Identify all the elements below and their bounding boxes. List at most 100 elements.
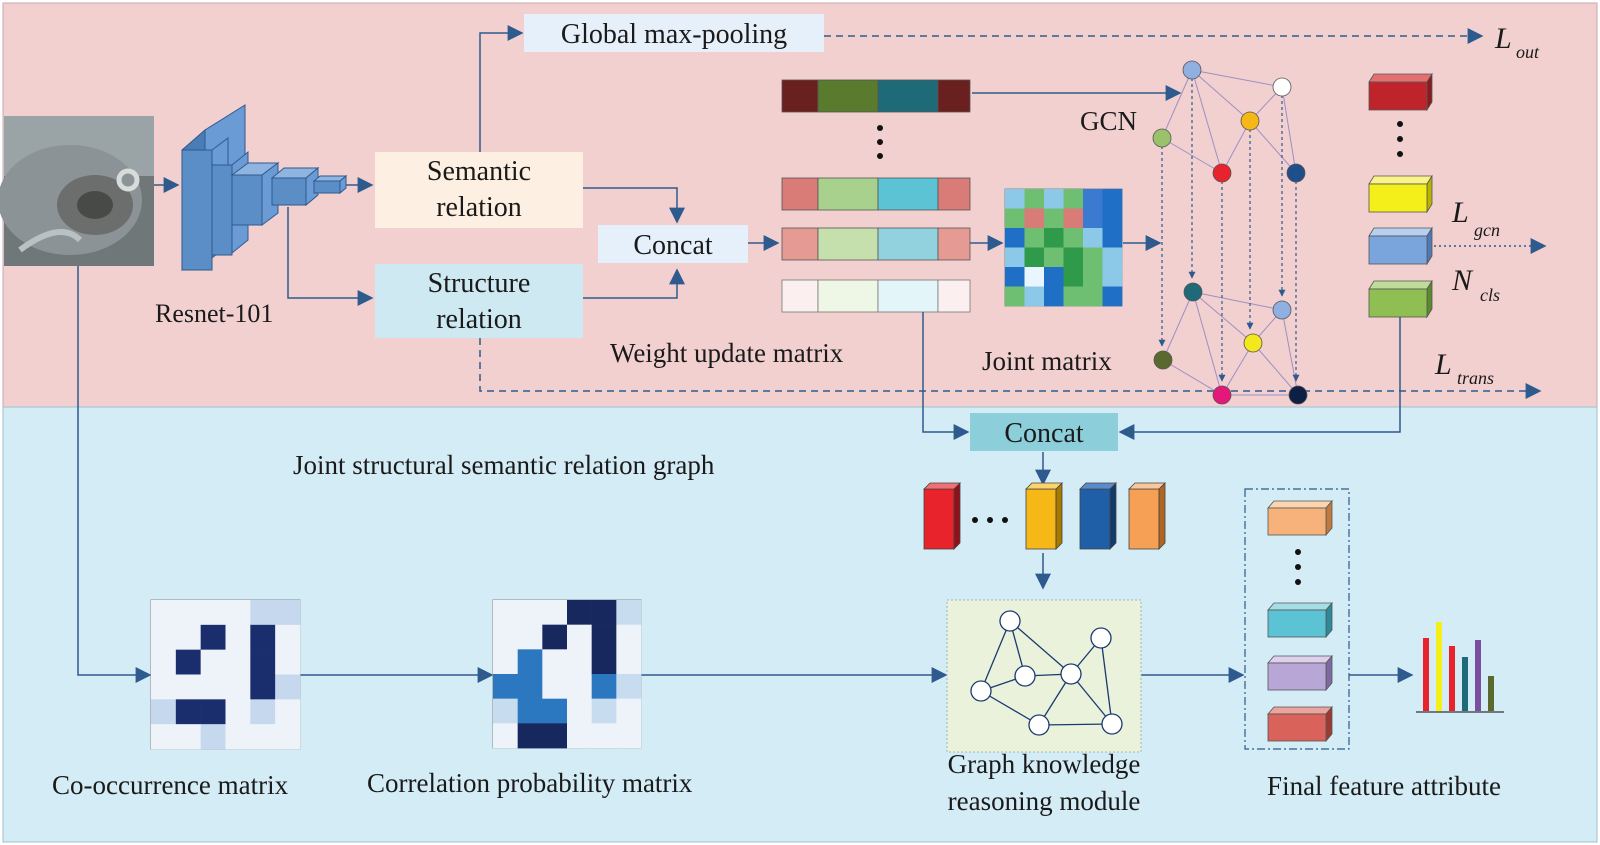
heatmap-cell [1024, 247, 1045, 268]
heatmap-cell [1102, 208, 1123, 229]
heatmap-cell [1083, 208, 1103, 229]
correlation-cell [616, 624, 642, 650]
output-block-blue [1368, 226, 1433, 266]
heatmap-cell [1024, 267, 1045, 287]
semantic-relation-label-2: relation [436, 192, 522, 223]
cooccurrence-cell [225, 649, 251, 675]
correlation-cell [517, 723, 543, 749]
loss-trans: L trans [1434, 348, 1494, 388]
correlation-cell [591, 723, 617, 749]
correlation-cell [616, 600, 642, 625]
heatmap-cell [1024, 189, 1045, 209]
heatmap-cell [1083, 267, 1103, 287]
concat-bottom-label: Concat [1004, 418, 1084, 449]
correlation-cell [542, 723, 568, 749]
gcn-label: GCN [1080, 106, 1137, 136]
svg-text:gcn: gcn [1474, 220, 1500, 240]
heatmap-cell [1005, 247, 1025, 268]
correlation-cell [567, 600, 592, 625]
output-block-yellow [1368, 174, 1433, 214]
heatmap-cell [1024, 228, 1045, 248]
semantic-relation-label-1: Semantic [427, 156, 531, 187]
correlation-cell [517, 649, 543, 675]
loss-cls: N cls [1451, 264, 1500, 305]
final-block-teal [1267, 601, 1333, 639]
heatmap-cell [1102, 267, 1123, 287]
global-max-pooling-label: Global max-pooling [561, 19, 787, 50]
cooccurrence-cell [275, 699, 301, 725]
cooccurrence-cell [175, 699, 201, 725]
correlation-cell [493, 723, 518, 749]
semantic-relation-box [375, 152, 583, 228]
cooccurrence-cell [151, 624, 177, 650]
correlation-cell [542, 698, 568, 724]
correlation-cell [567, 624, 592, 650]
joint-graph-title: Joint structural semantic relation graph [293, 450, 715, 480]
resnet-backbone [181, 104, 348, 272]
heatmap-cell [1024, 286, 1045, 307]
joint-heatmap [1004, 188, 1123, 307]
svg-text:cls: cls [1480, 285, 1500, 305]
cooccurrence-cell [275, 674, 301, 700]
heatmap-cell [1005, 286, 1025, 307]
final-block-lavender [1267, 654, 1333, 692]
cooccurrence-cell [225, 624, 251, 650]
cooccurrence-cell [275, 724, 301, 750]
svg-text:out: out [1516, 42, 1540, 62]
heatmap-cell [1063, 286, 1084, 307]
gcn-graph [1152, 60, 1308, 405]
cooccurrence-cell [151, 600, 177, 626]
cooccurrence-cell [250, 674, 276, 700]
weight-row-3 [781, 279, 971, 313]
feature-block-red [923, 482, 961, 550]
heatmap-cell [1044, 228, 1064, 248]
concat-top-label: Concat [633, 230, 713, 261]
heatmap-cell [1024, 208, 1045, 229]
cooccurrence-cell [200, 624, 226, 650]
cooccurrence-cell [175, 600, 201, 626]
cooccurrence-cell [250, 649, 276, 675]
cooccurrence-cell [250, 624, 276, 650]
cooccurrence-cell [275, 600, 301, 626]
feature-block-peach [1128, 482, 1166, 550]
correlation-cell [616, 674, 642, 699]
structure-relation-box [375, 264, 583, 338]
heatmap-cell [1102, 247, 1123, 268]
heatmap-cell [1063, 267, 1084, 287]
final-block-peach [1267, 499, 1333, 537]
structure-relation-label-2: relation [436, 304, 522, 335]
correlation-cell [567, 723, 592, 749]
weight-update-matrix-label: Weight update matrix [610, 338, 844, 368]
correlation-cell [517, 600, 543, 625]
correlation-cell [567, 674, 592, 699]
attribute-bar-chart-icon [1416, 622, 1504, 713]
correlation-cell [591, 600, 617, 625]
heatmap-cell [1044, 267, 1064, 287]
cooccurrence-cell [200, 649, 226, 675]
cooccurrence-cell [225, 600, 251, 626]
heatmap-cell [1063, 247, 1084, 268]
structure-relation-label-1: Structure [428, 268, 531, 299]
concat-top-box [598, 225, 748, 263]
final-block-salmon [1267, 705, 1333, 743]
vertical-dots-outputs [1397, 121, 1403, 157]
heatmap-cell [1005, 189, 1025, 209]
weight-row-top [781, 79, 971, 113]
heatmap-cell [1063, 228, 1084, 248]
cooccurrence-cell [225, 699, 251, 725]
cooccurrence-cell [151, 724, 177, 750]
correlation-cell [567, 649, 592, 675]
correlation-cell [616, 723, 642, 749]
output-block-green [1368, 279, 1433, 319]
svg-text:trans: trans [1457, 368, 1494, 388]
vertical-dots-final [1295, 549, 1301, 585]
resnet-label: Resnet-101 [155, 299, 273, 328]
heatmap-cell [1083, 228, 1103, 248]
output-block-red [1368, 72, 1433, 112]
cooccurrence-cell [200, 674, 226, 700]
heatmap-cell [1102, 189, 1123, 209]
concat-bottom-box [970, 413, 1118, 451]
cooccurrence-matrix [150, 599, 301, 750]
cooccurrence-cell [151, 649, 177, 675]
heatmap-cell [1044, 208, 1064, 229]
